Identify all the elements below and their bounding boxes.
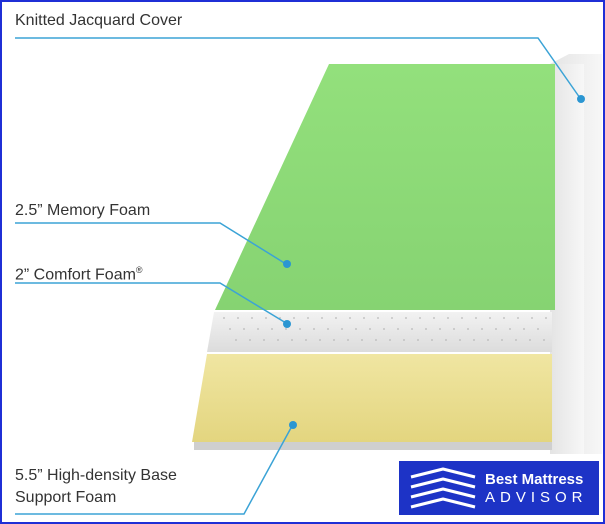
cover-layer-front: [550, 64, 584, 454]
perforation-dot: [299, 328, 301, 330]
perforation-dot: [467, 328, 469, 330]
perforation-dot: [285, 328, 287, 330]
perforation-dot: [263, 339, 265, 341]
comfort-foam-leader-line: [15, 282, 287, 324]
label-comfort-foam-text: 2” Comfort Foam: [15, 266, 136, 284]
perforation-dot: [361, 339, 363, 341]
perforation-dot: [503, 317, 505, 319]
perforation-dot: [515, 339, 517, 341]
perforation-dot: [439, 328, 441, 330]
perforation-dot: [223, 317, 225, 319]
perforation-dot: [377, 317, 379, 319]
perforation-dot: [403, 339, 405, 341]
cover-leader-dot: [577, 95, 585, 103]
perforation-dot: [237, 317, 239, 319]
registered-mark: ®: [135, 265, 143, 275]
logo-line1: Best Mattress: [485, 471, 584, 488]
perforation-dot: [411, 328, 413, 330]
perforation-dot: [229, 328, 231, 330]
perforation-dot: [355, 328, 357, 330]
perforation-dot: [257, 328, 259, 330]
base-foam-leader-dot: [289, 421, 297, 429]
perforation-dot: [529, 339, 531, 341]
base-foam-layer: [192, 354, 552, 442]
perforation-dot: [461, 317, 463, 319]
perforation-dot: [487, 339, 489, 341]
perforation-dot: [307, 317, 309, 319]
label-cover: Knitted Jacquard Cover: [15, 12, 183, 29]
cover-leader-line: [15, 37, 581, 99]
perforation-dot: [265, 317, 267, 319]
perforation-dot: [397, 328, 399, 330]
perforation-dot: [523, 328, 525, 330]
memory-foam-leader-dot: [283, 260, 291, 268]
label-comfort-foam: 2” Comfort Foam®: [15, 260, 143, 285]
perforation-dot: [333, 339, 335, 341]
perforation-dot: [425, 328, 427, 330]
perforation-dot: [347, 339, 349, 341]
label-base-foam-line1: 5.5” High-density Base: [15, 467, 177, 484]
perforation-dot: [537, 328, 539, 330]
perforation-dot: [235, 339, 237, 341]
perforation-dot: [419, 317, 421, 319]
perforation-dot: [277, 339, 279, 341]
perforation-dot: [517, 317, 519, 319]
perforation-dot: [271, 328, 273, 330]
perforation-dot: [473, 339, 475, 341]
mattress-waves-icon: [410, 467, 476, 509]
perforation-dot: [509, 328, 511, 330]
comfort-foam-perforations: [223, 317, 547, 341]
perforation-dot: [545, 317, 547, 319]
perforation-dot: [369, 328, 371, 330]
perforation-dot: [293, 317, 295, 319]
perforation-dot: [391, 317, 393, 319]
perforation-dot: [433, 317, 435, 319]
perforation-dot: [389, 339, 391, 341]
perforation-dot: [445, 339, 447, 341]
comfort-foam-leader-dot: [283, 320, 291, 328]
perforation-dot: [319, 339, 321, 341]
perforation-dot: [335, 317, 337, 319]
perforation-dot: [305, 339, 307, 341]
label-memory-foam: 2.5” Memory Foam: [15, 202, 151, 219]
perforation-dot: [363, 317, 365, 319]
logo-line2: ADVISOR: [485, 489, 588, 506]
perforation-dot: [349, 317, 351, 319]
perforation-dot: [501, 339, 503, 341]
perforation-dot: [383, 328, 385, 330]
perforation-dot: [481, 328, 483, 330]
perforation-dot: [459, 339, 461, 341]
label-base-foam-line2: Support Foam: [15, 489, 117, 506]
perforation-dot: [341, 328, 343, 330]
perforation-dot: [431, 339, 433, 341]
perforation-dot: [531, 317, 533, 319]
perforation-dot: [495, 328, 497, 330]
perforation-dot: [251, 317, 253, 319]
perforation-dot: [313, 328, 315, 330]
comfort-foam-layer: [207, 312, 552, 352]
perforation-dot: [321, 317, 323, 319]
memory-foam-layer: [215, 64, 555, 310]
perforation-dot: [243, 328, 245, 330]
perforation-dot: [327, 328, 329, 330]
perforation-dot: [375, 339, 377, 341]
perforation-dot: [475, 317, 477, 319]
base-bottom-edge: [194, 440, 552, 450]
perforation-dot: [489, 317, 491, 319]
best-mattress-advisor-logo: Best Mattress ADVISOR: [399, 461, 599, 515]
base-foam-leader-line: [15, 425, 293, 515]
memory-foam-leader-line: [15, 222, 287, 265]
perforation-dot: [447, 317, 449, 319]
perforation-dot: [249, 339, 251, 341]
perforation-dot: [405, 317, 407, 319]
perforation-dot: [417, 339, 419, 341]
perforation-dot: [453, 328, 455, 330]
perforation-dot: [543, 339, 545, 341]
perforation-dot: [291, 339, 293, 341]
